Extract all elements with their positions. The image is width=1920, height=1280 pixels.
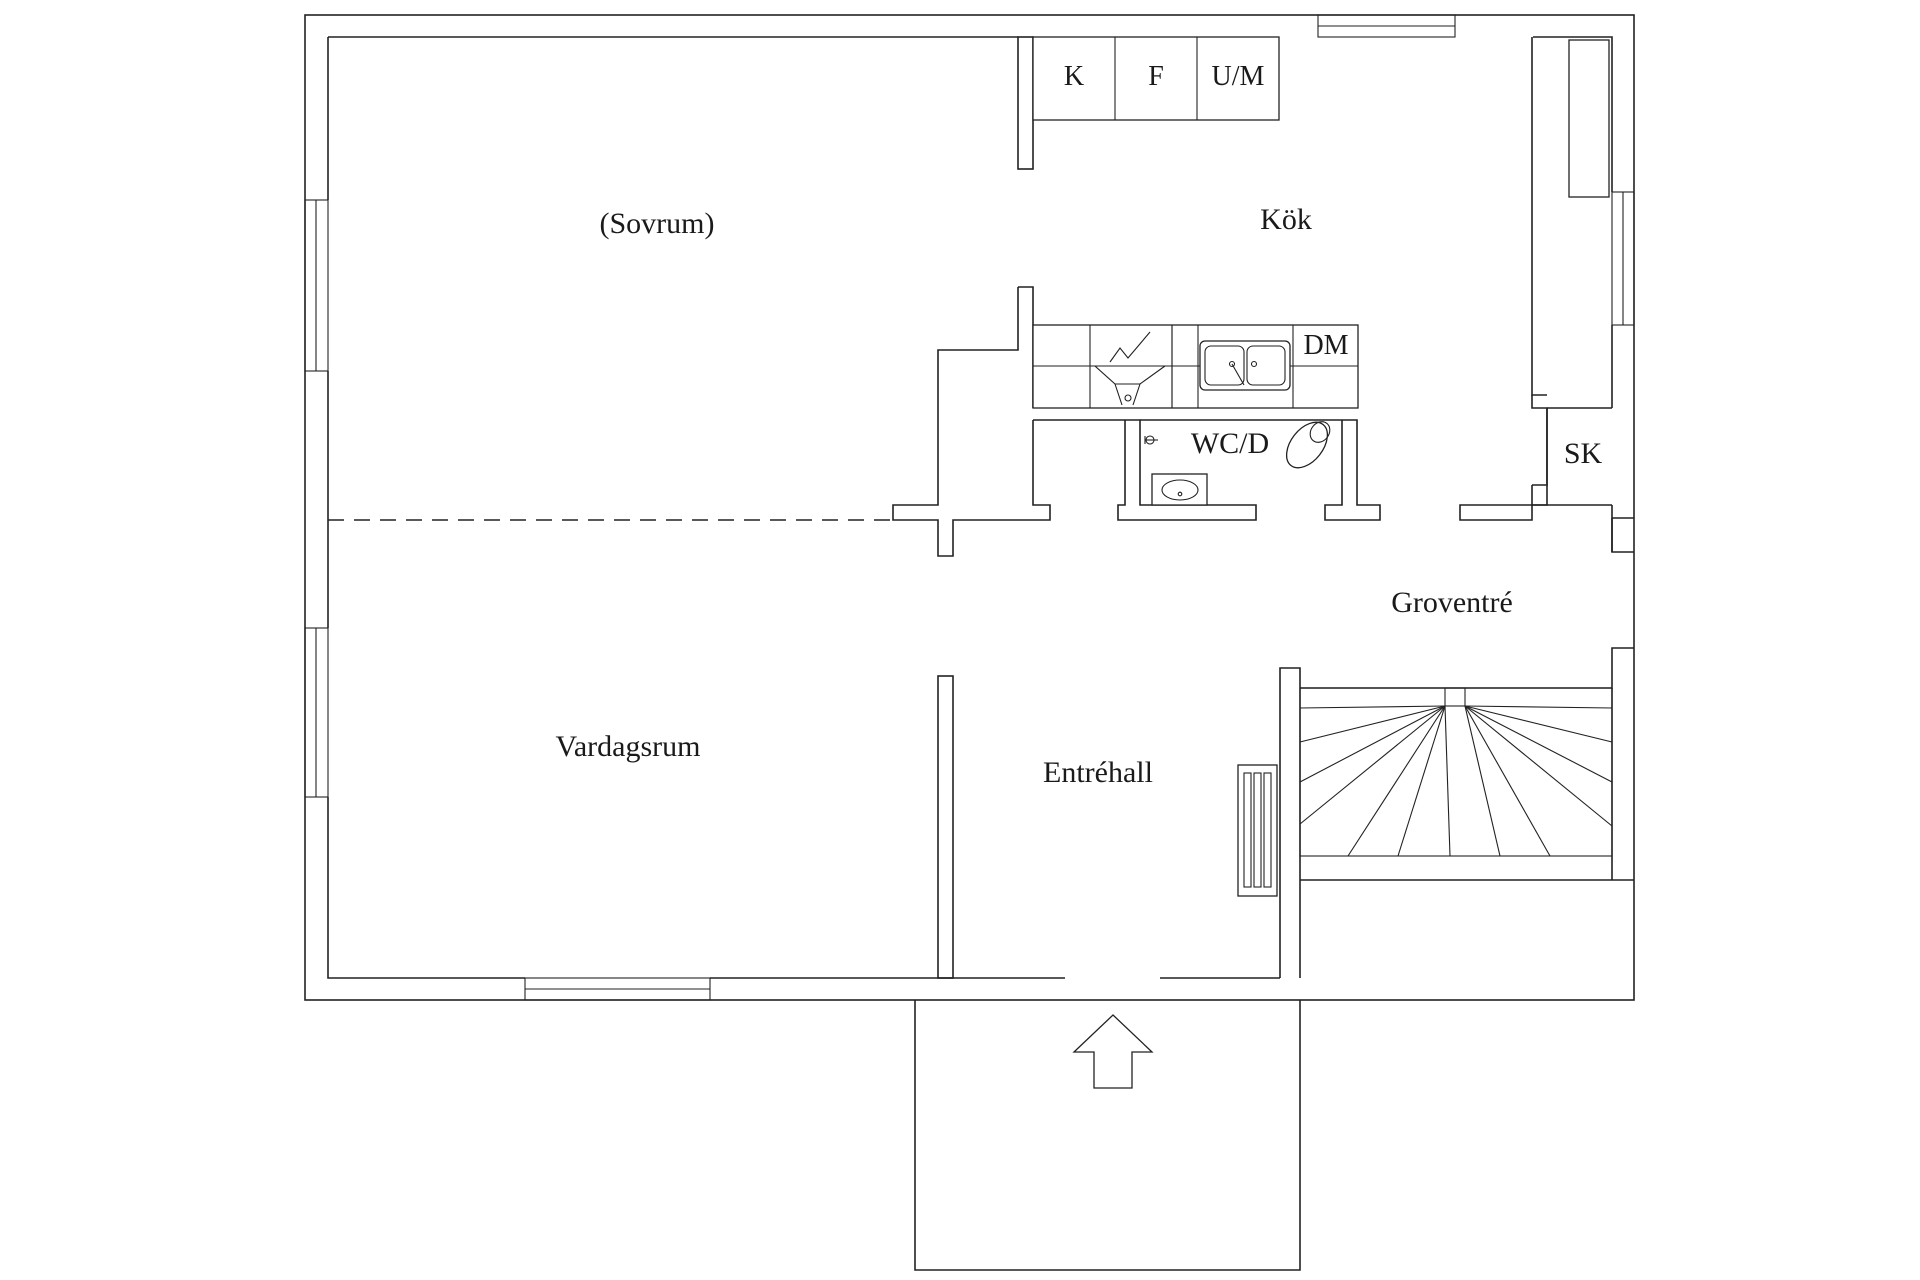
- appliance-f-label: F: [1148, 61, 1164, 92]
- window-bottom: [524, 977, 711, 1001]
- stair-tread: [1464, 705, 1613, 783]
- room-label-wc: WC/D: [1191, 427, 1269, 460]
- window-left-upper: [304, 199, 329, 372]
- stair-tread: [1299, 705, 1446, 825]
- stair-tread: [1464, 705, 1501, 857]
- room-label-sk: SK: [1564, 437, 1603, 470]
- room-label-entrehall: Entréhall: [1043, 756, 1153, 789]
- entrance-platform: [914, 1000, 1301, 1271]
- appliance-um-label: U/M: [1212, 61, 1265, 92]
- stair-tread: [1464, 705, 1613, 827]
- toilet-icon: [1285, 421, 1331, 469]
- stair-tread: [1444, 705, 1451, 857]
- window-right: [1611, 191, 1635, 326]
- stair-tread: [1299, 705, 1446, 783]
- room-label-sovrum: (Sovrum): [600, 207, 715, 240]
- kitchen-upper-units: K F U/M: [1032, 36, 1280, 121]
- wc-fixtures: [1144, 421, 1331, 506]
- stair-tread: [1464, 705, 1613, 709]
- stair-tread: [1299, 705, 1446, 709]
- shower-tap-icon: [1144, 435, 1158, 445]
- entrance-arrow-icon: [1072, 1014, 1154, 1089]
- radiator-icon: [1237, 764, 1278, 897]
- appliance-k-label: K: [1064, 61, 1084, 92]
- stair-tread: [1347, 705, 1446, 857]
- stair-tread: [1299, 705, 1446, 743]
- windows: [304, 14, 1635, 1001]
- outer-walls: [304, 14, 1635, 1001]
- stair-tread: [1397, 705, 1446, 857]
- room-label-kok: Kök: [1260, 203, 1312, 236]
- kitchen-sink-icon: [1199, 340, 1291, 391]
- kitchen-counter: DM: [1032, 324, 1359, 409]
- stair-tread: [1464, 705, 1613, 743]
- staircase-icon: [1299, 687, 1613, 857]
- appliance-dm-label: DM: [1303, 330, 1348, 361]
- stove-icon: [1090, 324, 1173, 409]
- window-top: [1317, 14, 1456, 38]
- room-label-vardagsrum: Vardagsrum: [556, 730, 701, 763]
- stair-tread: [1464, 705, 1551, 857]
- room-label-groventre: Groventré: [1391, 586, 1513, 619]
- kitchen-tall-cabinet: [1568, 39, 1610, 198]
- window-left-lower: [304, 627, 329, 798]
